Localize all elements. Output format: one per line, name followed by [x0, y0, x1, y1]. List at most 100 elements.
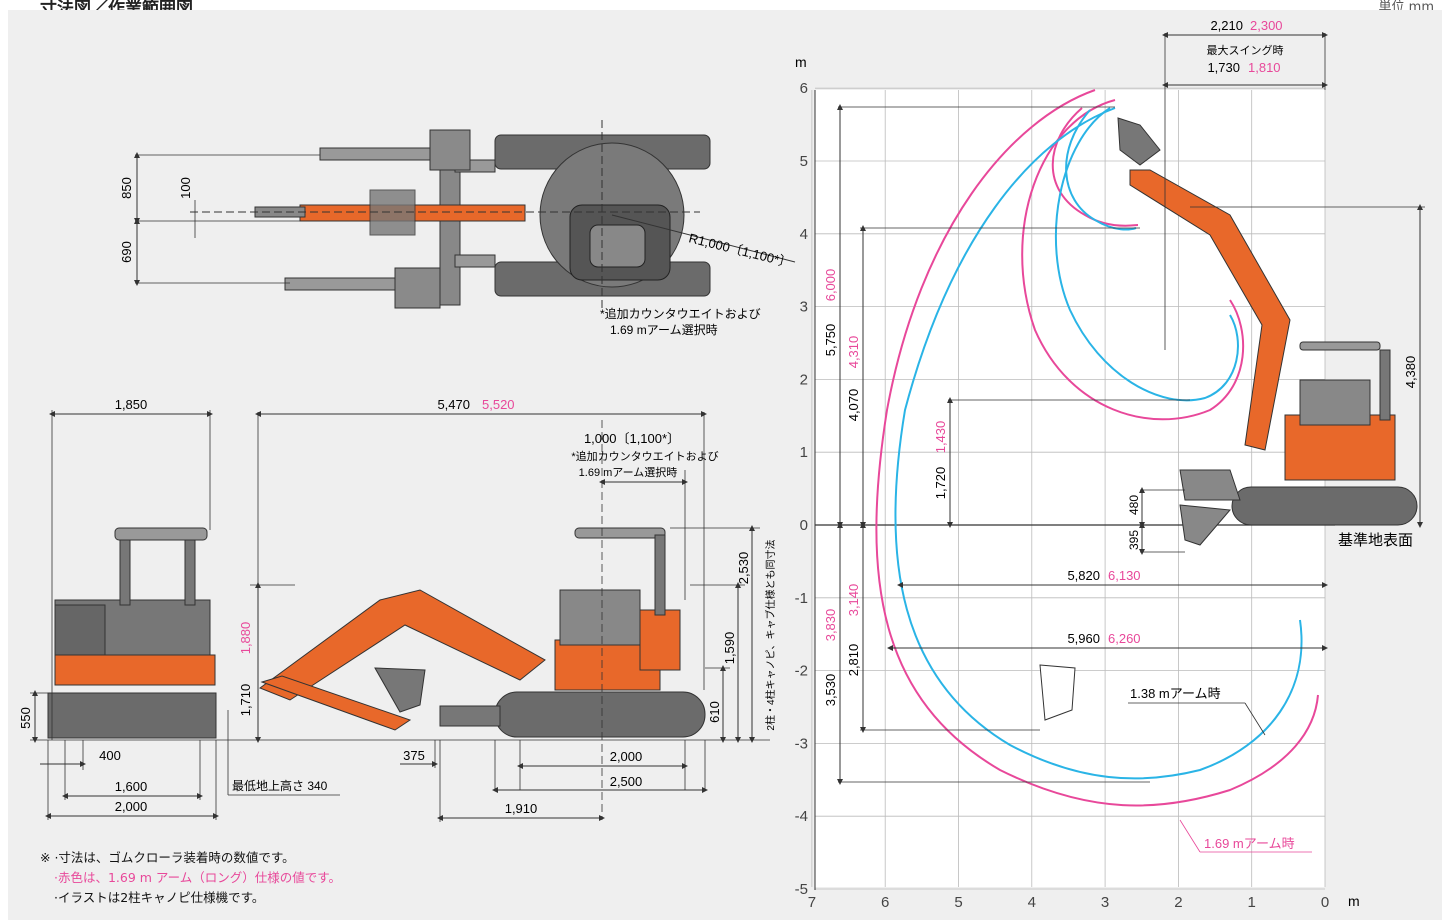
range-v-2810: 2,810	[846, 644, 861, 677]
y-tick-label: -1	[795, 590, 808, 607]
range-reach-6130-pink: 6,130	[1108, 568, 1141, 583]
range-top-dim-pink: 2,300	[1250, 18, 1283, 33]
side-height-1880-pink: 1,880	[238, 622, 253, 655]
y-tick-label: 4	[800, 226, 808, 243]
x-tick-label: 2	[1174, 894, 1182, 911]
front-width-top: 1,850	[115, 397, 148, 412]
side-length-pink: 5,520	[482, 397, 515, 412]
y-tick-label: 5	[800, 153, 808, 170]
side-height-1590: 1,590	[722, 632, 737, 665]
pink-inner-curve	[1021, 99, 1245, 421]
range-ground-label: 基準地表面	[1338, 532, 1413, 549]
range-reach-5960: 5,960	[1067, 631, 1100, 646]
y-tick-label: -2	[795, 663, 808, 680]
top-footnote-1: *追加カウンタウエイトおよび	[600, 306, 761, 321]
top-dim-100: 100	[178, 177, 193, 199]
range-reach-5820: 5,820	[1067, 568, 1100, 583]
x-tick-labels: 7 6 5 4 3 2 1 0	[808, 894, 1329, 911]
range-x-unit: m	[1348, 893, 1360, 909]
front-orange-panel	[54, 654, 216, 686]
y-tick-label: 2	[800, 371, 808, 388]
top-dim-850: 850	[119, 177, 134, 199]
front-dim-550: 550	[18, 707, 33, 729]
front-track	[47, 692, 217, 739]
chart-body	[1284, 414, 1396, 481]
range-arm-169: 1.69 mアーム時	[1204, 836, 1295, 851]
side-height-610: 610	[707, 701, 722, 723]
top-dim-690: 690	[119, 241, 134, 263]
pink-reach-curve	[875, 89, 1319, 807]
front-dim-2000: 2,000	[115, 799, 148, 814]
notes: ※ ·寸法は、ゴムクローラ装着時の数値です。 ·赤色は、1.69 m アーム（ロ…	[40, 848, 341, 908]
side-canopy-roof	[574, 527, 666, 539]
x-tick-label: 7	[808, 894, 816, 911]
y-tick-label: 1	[800, 444, 808, 461]
chart-bucket	[1117, 117, 1161, 166]
range-chart-plot-area	[815, 90, 1325, 887]
y-tick-label: -3	[795, 735, 808, 752]
side-dim-1910: 1,910	[505, 801, 538, 816]
range-v-4310-pink: 4,310	[846, 336, 861, 369]
range-reach-6260-pink: 6,260	[1108, 631, 1141, 646]
side-length: 5,470	[437, 397, 470, 412]
front-dim-400: 400	[99, 748, 121, 763]
range-swing-label: 最大スイング時	[1207, 43, 1284, 57]
x-tick-label: 5	[954, 894, 962, 911]
x-tick-label: 1	[1248, 894, 1256, 911]
range-v-3140-pink: 3,140	[846, 584, 861, 617]
side-bucket	[374, 667, 426, 713]
range-v-5750: 5,750	[823, 324, 838, 357]
x-tick-label: 6	[881, 894, 889, 911]
side-arm	[260, 675, 412, 731]
cyan-inner-curve	[1054, 107, 1239, 402]
range-v-3530: 3,530	[823, 674, 838, 707]
side-tail: 1,000〔1,100*〕	[584, 431, 680, 446]
range-chart: m m 6 5 4 3 2 1 0 -1 -2 -3 -4 -5 7 6 5 4 3 2 1 0 2,210 2,3…	[795, 18, 1425, 911]
range-bucket-low	[1039, 664, 1076, 721]
y-tick-label: -4	[795, 808, 808, 825]
y-tick-label: 0	[800, 517, 808, 534]
x-tick-label: 0	[1321, 894, 1329, 911]
chart-track	[1231, 486, 1418, 526]
cyan-reach-curve	[894, 107, 1303, 780]
range-v-480: 480	[1127, 495, 1141, 515]
front-view: 1,850 550 400 1,600 2,000 最低地上高さ 340	[18, 397, 340, 820]
y-tick-label: 6	[800, 80, 808, 97]
front-canopy-roof	[114, 527, 208, 541]
chart-boom	[1129, 169, 1291, 451]
side-blade	[439, 705, 501, 727]
range-y-unit: m	[795, 54, 807, 70]
x-tick-label: 4	[1028, 894, 1036, 911]
top-footnote-2: 1.69 mアーム選択時	[610, 323, 718, 337]
front-ground-clearance: 最低地上高さ 340	[232, 778, 328, 793]
range-v-6000-pink: 6,000	[823, 269, 838, 302]
side-track	[494, 691, 706, 738]
side-dim-375: 375	[403, 748, 425, 763]
note-line-3: ·イラストは2柱キャノピ仕様機です。	[54, 890, 265, 905]
range-v-4380: 4,380	[1403, 356, 1418, 389]
y-tick-labels: 6 5 4 3 2 1 0 -1 -2 -3 -4 -5	[795, 80, 808, 898]
range-v-395: 395	[1127, 530, 1141, 550]
range-v-1430-pink: 1,430	[933, 421, 948, 454]
side-view: 5,470 5,520 1,000〔1,100*〕 *追加カウンタウエイトおよび…	[238, 397, 777, 822]
side-dim-2500: 2,500	[610, 774, 643, 789]
range-v-3830-pink: 3,830	[823, 609, 838, 642]
side-tail-note-1: *追加カウンタウエイトおよび	[571, 449, 718, 463]
y-tick-label: 3	[800, 299, 808, 316]
front-dim-1600: 1,600	[115, 779, 148, 794]
note-line-2: ·赤色は、1.69 m アーム（ロング）仕様の値です。	[54, 870, 342, 885]
range-swing-dim: 1,730	[1207, 60, 1240, 75]
range-top-dim: 2,210	[1210, 18, 1243, 33]
x-tick-label: 3	[1101, 894, 1109, 911]
side-tail-note-2: 1.69 mアーム選択時	[579, 465, 678, 479]
side-height-1710: 1,710	[238, 684, 253, 717]
top-view: 850 100 690 R1,000〔1,100*〕 *追加カウンタウエイトおよ…	[119, 120, 796, 337]
range-v-4070: 4,070	[846, 389, 861, 422]
range-v-1720: 1,720	[933, 467, 948, 500]
y-tick-label: -5	[795, 881, 808, 898]
note-line-1: ※ ·寸法は、ゴムクローラ装着時の数値です。	[40, 850, 295, 865]
side-height-2530: 2,530	[736, 552, 751, 585]
range-swing-dim-pink: 1,810	[1248, 60, 1281, 75]
side-vertical-note: 2柱・4柱キャノピ、キャブ仕様とも同寸法	[764, 539, 777, 730]
